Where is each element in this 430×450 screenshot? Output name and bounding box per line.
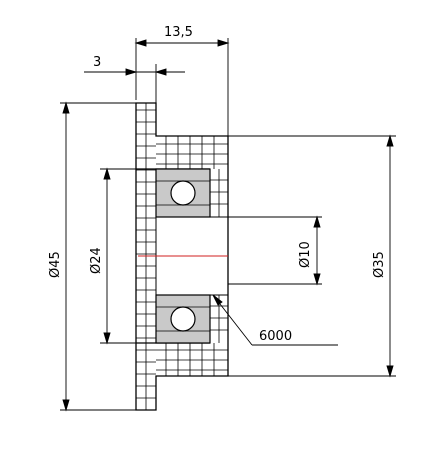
dimension-flange-thickness bbox=[84, 64, 185, 103]
dimension-outer-diameter bbox=[60, 101, 136, 412]
outer-diameter-label: Ø45 bbox=[48, 251, 63, 278]
dimension-hub-diameter bbox=[228, 134, 396, 378]
dimension-bore-diameter bbox=[228, 215, 322, 286]
bearing-diameter-label: Ø24 bbox=[89, 247, 104, 274]
dimension-bearing-diameter bbox=[100, 167, 156, 345]
bearing-code-leader bbox=[212, 294, 338, 346]
flange-width-label: 13,5 bbox=[164, 25, 193, 40]
hub-bottom-hatch bbox=[156, 343, 228, 376]
bore-diameter-label: Ø10 bbox=[298, 241, 313, 268]
dimension-flange-width bbox=[134, 38, 230, 136]
hub-diameter-label: Ø35 bbox=[372, 251, 387, 278]
flange-thickness-label: 3 bbox=[93, 55, 101, 70]
flange-hatch bbox=[136, 103, 156, 410]
hub-top-hatch bbox=[156, 136, 228, 169]
bearing-top bbox=[155, 168, 211, 218]
bearing-code-label: 6000 bbox=[259, 329, 292, 344]
bearing-bottom bbox=[155, 294, 211, 344]
ball-bottom-icon bbox=[170, 306, 196, 332]
ball-top-icon bbox=[170, 180, 196, 206]
